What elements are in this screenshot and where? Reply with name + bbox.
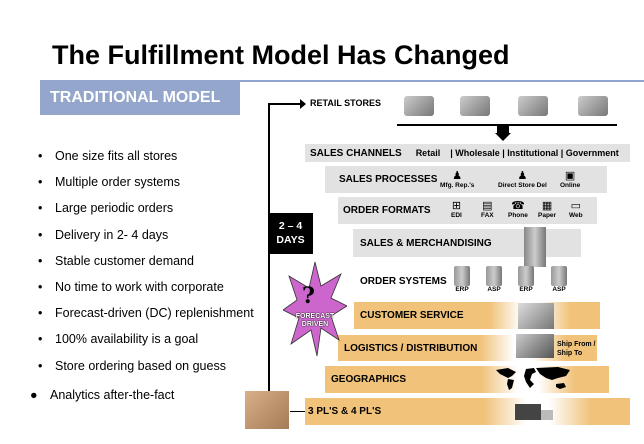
arrow-line <box>268 103 302 105</box>
channel-items: Retail | Wholesale | Institutional | Gov… <box>415 148 619 158</box>
store-icon <box>578 96 608 116</box>
order-systems-label: ORDER SYSTEMS <box>360 276 447 287</box>
3pl-band: 3 PL'S & 4 PL'S <box>305 398 630 425</box>
person-icon: ♟Mfg. Rep.'s <box>440 170 475 189</box>
bullet: •Delivery in 2- 4 days <box>38 227 169 242</box>
bullet: •Forecast-driven (DC) replenishment <box>38 306 254 321</box>
server-icon: ERP <box>518 266 534 293</box>
server-icon: ASP <box>551 266 567 293</box>
store-icon <box>404 96 434 116</box>
band-label: SALES CHANNELS <box>310 147 402 159</box>
forecast-starburst-icon <box>283 261 347 357</box>
edi-icon: ⊞EDI <box>451 200 462 219</box>
server-icon: ASP <box>486 266 502 293</box>
title-rule <box>40 80 644 82</box>
down-arrow-icon <box>497 126 509 133</box>
arrow-head-icon <box>300 99 306 109</box>
forecast-label: FORECAST DRIVEN <box>295 313 335 328</box>
truck-icon <box>515 404 541 420</box>
truck-cab-icon <box>541 410 553 420</box>
question-mark: ? <box>302 283 315 309</box>
bullet: •One size fits all stores <box>38 149 178 163</box>
bullet-list: •One size fits all stores •Multiple orde… <box>38 149 254 385</box>
bullet: •Large periodic orders <box>38 201 174 216</box>
band-label: CUSTOMER SERVICE <box>360 310 464 321</box>
bullet: •Store ordering based on guess <box>38 358 226 373</box>
server-icon: ERP <box>454 266 470 293</box>
band-label: SALES & MERCHANDISING <box>360 237 492 249</box>
sales-processes-band: SALES PROCESSES <box>325 166 607 193</box>
band-label: 3 PL'S & 4 PL'S <box>308 406 382 417</box>
bullet: •No time to work with corporate <box>38 279 224 294</box>
down-arrow-head-icon <box>495 133 511 141</box>
web-icon: ▭Web <box>569 200 583 219</box>
world-map-icon <box>496 367 570 390</box>
sales-channels-band: SALES CHANNELS Retail | Wholesale | Inst… <box>305 144 630 162</box>
phone-icon: ☎Phone <box>508 200 528 219</box>
customer-service-band: CUSTOMER SERVICE <box>354 302 600 329</box>
band-label: SALES PROCESSES <box>339 174 438 185</box>
store-line <box>397 124 617 126</box>
connector-line <box>290 411 305 412</box>
sales-merch-band: SALES & MERCHANDISING <box>353 229 581 257</box>
section-badge: TRADITIONAL MODEL <box>40 80 240 115</box>
ship-label: Ship From / Ship To <box>557 341 596 357</box>
store-icon <box>518 96 548 116</box>
computer-icon: ▣Online <box>560 170 581 189</box>
band-label: GEOGRAPHICS <box>331 374 407 385</box>
warehouse-icon <box>516 334 554 358</box>
building-icon <box>518 303 554 329</box>
retail-stores-label: RETAIL STORES <box>310 98 382 108</box>
bullet-last: ●Analytics after-the-fact <box>30 388 175 402</box>
band-label: LOGISTICS / DISTRIBUTION <box>344 342 478 354</box>
days-badge: 2 – 4 DAYS <box>268 213 313 254</box>
fax-icon: ▤FAX <box>481 200 494 219</box>
band-label: ORDER FORMATS <box>343 205 431 216</box>
person-icon: ♟Direct Store Del <box>498 170 547 189</box>
slide-title: The Fulfillment Model Has Changed <box>52 40 510 70</box>
paper-icon: ▦Paper <box>538 200 557 219</box>
store-icon <box>460 96 490 116</box>
bullet: •100% availability is a goal <box>38 332 199 347</box>
order-formats-band: ORDER FORMATS <box>338 197 597 224</box>
server-icon <box>524 227 546 267</box>
bullet: •Stable customer demand <box>38 253 194 268</box>
bullet: •Multiple order systems <box>38 175 181 190</box>
pallet-box-icon <box>245 391 289 429</box>
